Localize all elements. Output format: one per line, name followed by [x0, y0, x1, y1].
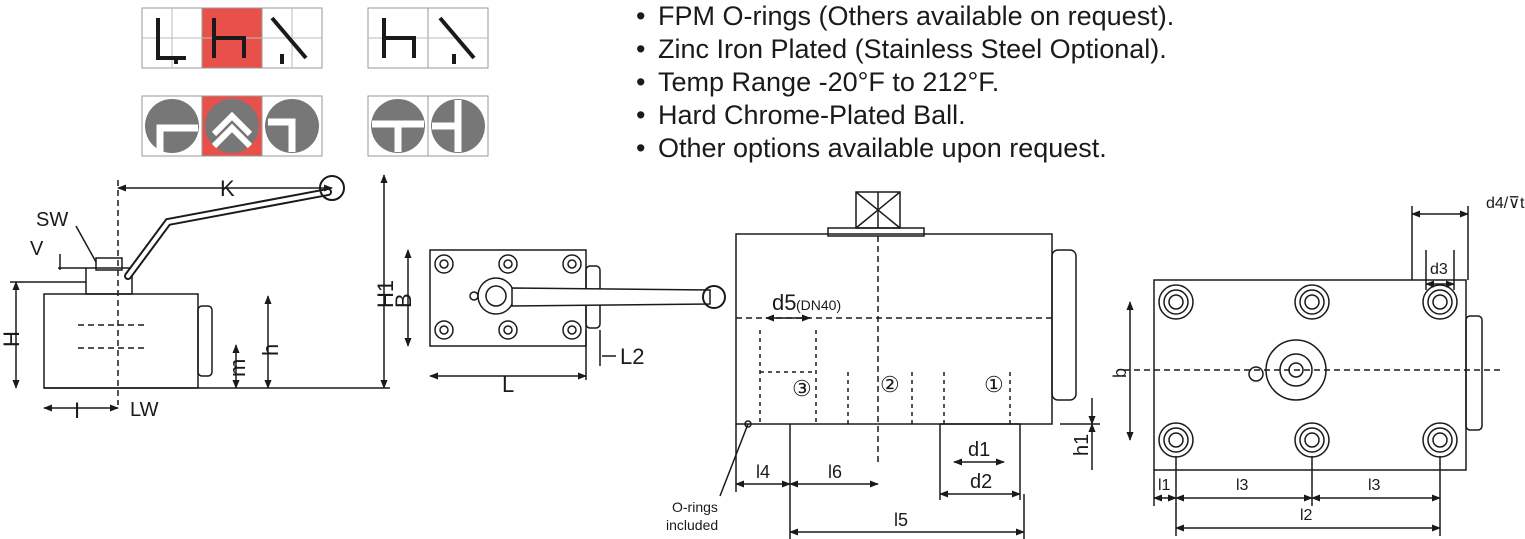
label-l3-right: l3 [1368, 477, 1381, 494]
label-h1: H1 [373, 280, 398, 308]
label-h-lower: h [258, 344, 283, 356]
label-v: V [30, 238, 44, 260]
label-d3: d3 [1430, 261, 1448, 278]
label-l5: l5 [894, 510, 908, 530]
label-h1-lower: h1 [1071, 434, 1093, 456]
label-lw: LW [130, 399, 159, 421]
feature-item: •Temp Range -20°F to 212°F. [636, 67, 1000, 97]
feature-item: •FPM O-rings (Others available on reques… [636, 1, 1175, 31]
label-d1: d1 [968, 439, 990, 461]
port-3-label: ③ [792, 376, 812, 401]
label-k: K [220, 176, 235, 201]
port-2-label: ② [880, 372, 900, 397]
label-l3-left: l3 [1236, 477, 1249, 494]
label-h-upper: H [0, 331, 24, 347]
label-i: I [74, 398, 80, 423]
feature-item: •Zinc Iron Plated (Stainless Steel Optio… [636, 34, 1167, 64]
label-m: m [225, 359, 250, 377]
port-1-label: ① [984, 372, 1004, 397]
label-l2-lower: l2 [1300, 507, 1313, 524]
block-front-drawing [719, 191, 1100, 539]
label-l4: l4 [756, 462, 770, 482]
feature-text: Other options available upon request. [658, 133, 1107, 163]
label-d5: d5 [772, 290, 796, 315]
label-d5-note: (DN40) [796, 297, 841, 313]
label-l6: l6 [828, 462, 842, 482]
flow-position-symbols [141, 7, 489, 157]
label-sw: SW [36, 209, 68, 231]
feature-item: •Hard Chrome-Plated Ball. [636, 100, 966, 130]
label-b-upper: B [391, 293, 416, 308]
label-d2: d2 [970, 471, 992, 493]
bolt-hole [434, 254, 582, 340]
block-top-drawing [1124, 206, 1500, 536]
feature-text: FPM O-rings (Others available on request… [658, 1, 1175, 31]
label-d4-t: d4/⊽t [1486, 195, 1525, 212]
oring-note-line2: included [666, 517, 718, 533]
side-view-drawing [10, 174, 390, 412]
label-l: L [502, 372, 514, 397]
feature-list: •FPM O-rings (Others available on reques… [636, 0, 1174, 165]
label-l2: L2 [620, 344, 644, 369]
feature-item: •Other options available upon request. [636, 133, 1107, 163]
label-l1: l1 [1158, 477, 1171, 494]
feature-text: Temp Range -20°F to 212°F. [658, 67, 1000, 97]
top-view-drawing [404, 249, 726, 380]
bolt-hole [1158, 284, 1458, 458]
label-b-lower: b [1110, 368, 1130, 378]
feature-text: Zinc Iron Plated (Stainless Steel Option… [658, 34, 1167, 64]
oring-note-line1: O-rings [672, 499, 718, 515]
feature-text: Hard Chrome-Plated Ball. [658, 100, 966, 130]
